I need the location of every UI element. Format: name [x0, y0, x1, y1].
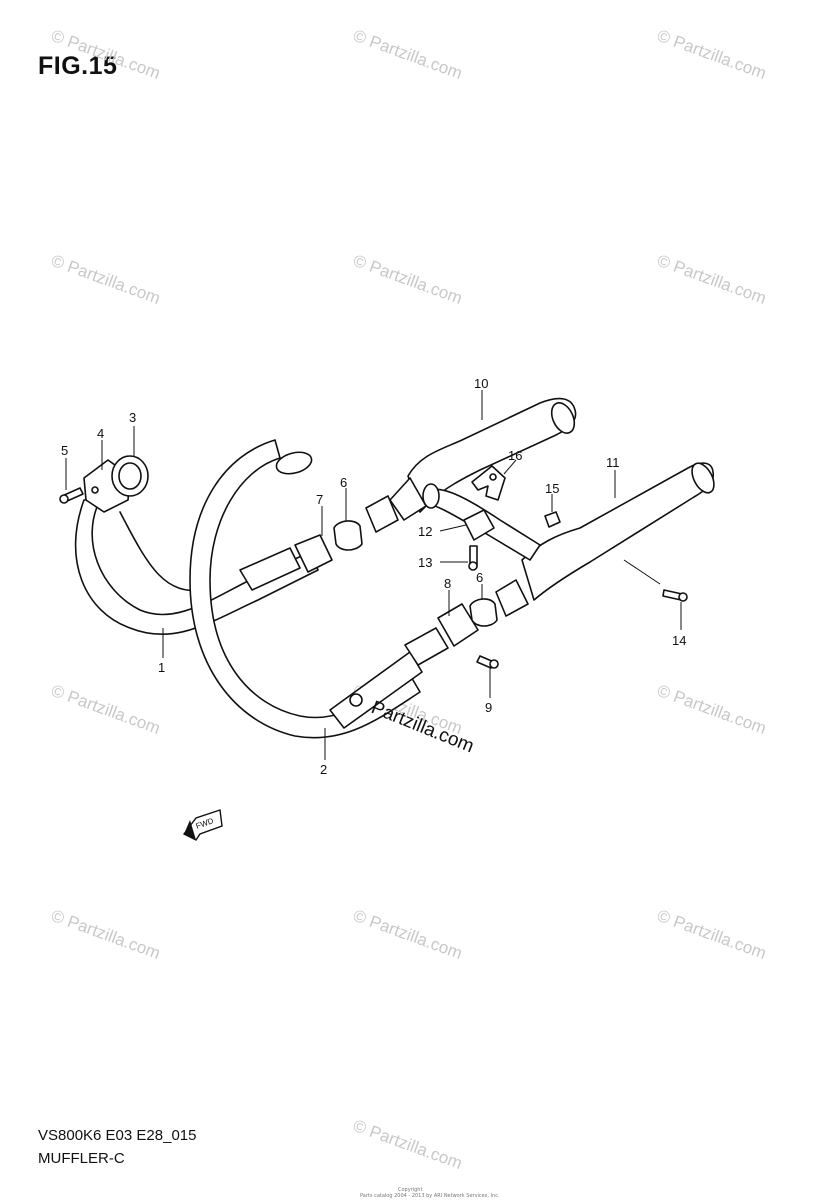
- clamp-7[interactable]: [294, 534, 333, 573]
- callout-13[interactable]: 13: [418, 555, 432, 570]
- gasket-6-lower[interactable]: [469, 598, 498, 627]
- callout-2[interactable]: 2: [320, 762, 327, 777]
- watermark-text: © Partzilla.com: [351, 906, 465, 963]
- callout-6[interactable]: 6: [476, 570, 483, 585]
- callout-9[interactable]: 9: [485, 700, 492, 715]
- callout-14[interactable]: 14: [672, 633, 686, 648]
- bracket-16-hole: [489, 473, 497, 481]
- watermark-text: © Partzilla.com: [655, 26, 769, 83]
- bracket-16[interactable]: [471, 465, 506, 501]
- muffler-10-body[interactable]: [407, 397, 577, 513]
- callout-7[interactable]: 7: [316, 492, 323, 507]
- callout-11[interactable]: 11: [606, 455, 620, 470]
- callout-12[interactable]: 12: [418, 524, 432, 539]
- joint-pipe-lower: [404, 627, 449, 666]
- copyright-line-1: Copyright: [398, 1187, 423, 1193]
- figure-title: FIG.15: [38, 52, 118, 80]
- watermark-text: © Partzilla.com: [655, 681, 769, 738]
- bolt-13-head: [468, 561, 478, 571]
- clamp-8[interactable]: [437, 603, 479, 647]
- callout-4[interactable]: 4: [97, 426, 104, 441]
- callout-1[interactable]: 1: [158, 660, 165, 675]
- watermark-text: © Partzilla.com: [49, 26, 163, 83]
- watermark-text: © Partzilla.com: [655, 251, 769, 308]
- watermark-text: © Partzilla.com: [49, 251, 163, 308]
- copyright-line-2: Parts catalog 2004 - 2013 by ARI Network…: [360, 1193, 500, 1199]
- connector-upper: [365, 495, 399, 533]
- exhaust-pipe-2-inlet: [275, 451, 313, 475]
- callout-5[interactable]: 5: [61, 443, 68, 458]
- watermark-text: © Partzilla.com: [351, 1116, 465, 1173]
- clamp-12[interactable]: [463, 509, 495, 541]
- nut-15[interactable]: [544, 511, 561, 528]
- figure-code: VS800K6 E03 E28_015: [38, 1127, 197, 1144]
- callout-6[interactable]: 6: [340, 475, 347, 490]
- pipe-2-sensor-boss: [349, 693, 363, 707]
- callout-10[interactable]: 10: [474, 376, 488, 391]
- muffler-11-body[interactable]: [521, 462, 715, 601]
- figure-name: MUFFLER-C: [38, 1150, 125, 1167]
- heat-cover-2: [329, 651, 423, 729]
- fwd-arrow: FWD: [182, 809, 223, 841]
- watermark-text: © Partzilla.com: [49, 681, 163, 738]
- callout-3[interactable]: 3: [129, 410, 136, 425]
- connector-lower: [495, 579, 529, 617]
- gasket-6-upper[interactable]: [333, 520, 363, 551]
- exhaust-pipe-2[interactable]: [189, 439, 421, 739]
- crossover-pipe-end: [422, 483, 440, 509]
- bolt-14-head: [678, 592, 688, 602]
- watermark-layer: © Partzilla.com © Partzilla.com © Partzill…: [49, 26, 769, 1173]
- watermark-text: © Partzilla.com: [351, 251, 465, 308]
- watermark-text: © Partzilla.com: [655, 906, 769, 963]
- leader-lines: [65, 390, 682, 760]
- watermark-text: © Partzilla.com: [49, 906, 163, 963]
- callout-8[interactable]: 8: [444, 576, 451, 591]
- watermark-text: © Partzilla.com: [351, 26, 465, 83]
- joint-pipe-upper: [239, 547, 301, 591]
- gasket-3-inner: [118, 462, 142, 490]
- bolt-9-head: [489, 659, 499, 669]
- callout-16[interactable]: 16: [508, 448, 522, 463]
- muffler-10-end-cap: [550, 402, 576, 434]
- flange-4-hole: [91, 486, 99, 494]
- callout-15[interactable]: 15: [545, 481, 559, 496]
- muffler-11-end-cap: [691, 462, 715, 494]
- bolt-5-head: [59, 494, 69, 504]
